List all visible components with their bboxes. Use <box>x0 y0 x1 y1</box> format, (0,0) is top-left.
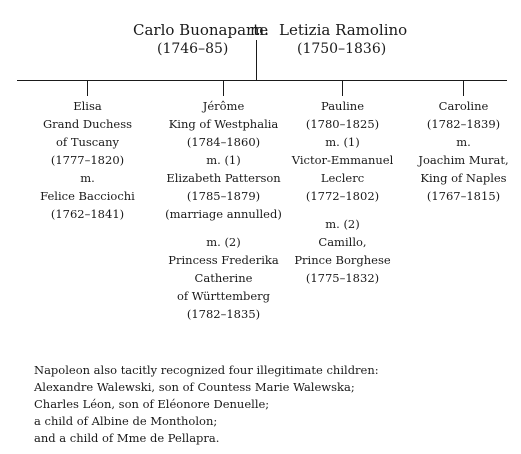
spouse-dates: (1782–1835) <box>186 307 261 321</box>
marriage-label: m. (2) <box>325 217 360 231</box>
illegitimate-children-note: Napoleon also tacitly recognized four il… <box>34 362 379 447</box>
marriage-label: m. (1) <box>206 153 241 167</box>
spouse-dates: (1762–1841) <box>50 207 125 221</box>
spouse-title: Prince Borghese <box>294 253 391 267</box>
marriage-label: m. <box>456 135 471 149</box>
note-line: Napoleon also tacitly recognized four il… <box>34 363 379 377</box>
marriage-label: m. <box>80 171 95 185</box>
spouse-name: Elizabeth Patterson <box>166 171 281 185</box>
child-name: Pauline <box>320 99 365 113</box>
spouse-name: Catherine <box>194 271 253 285</box>
child-title: King of Westphalia <box>168 117 279 131</box>
marriage-label: m. (2) <box>206 235 241 249</box>
spouse-dates: (1772–1802) <box>305 189 380 203</box>
child-caroline: Caroline (1782–1839) m. Joachim Murat, K… <box>408 97 519 205</box>
child-dates: (1780–1825) <box>305 117 380 131</box>
child-elisa: Elisa Grand Duchess of Tuscany (1777–182… <box>27 97 148 223</box>
child-title: of Tuscany <box>55 135 119 149</box>
spouse-name: Princess Frederika <box>168 253 279 267</box>
father-name: Carlo Buonaparte <box>133 21 269 39</box>
note-line: Alexandre Walewski, son of Countess Mari… <box>34 380 355 394</box>
child-name: Caroline <box>438 99 489 113</box>
mother-dates: (1750–1836) <box>297 41 387 57</box>
spouse-dates: (1785–1879) <box>186 189 261 203</box>
spouse-name: Victor-Emmanuel <box>291 153 394 167</box>
spouse-name: Felice Bacciochi <box>40 189 135 203</box>
spouse-name: Joachim Murat, <box>418 153 509 167</box>
note-line: Charles Léon, son of Eléonore Denuelle; <box>34 397 270 411</box>
note-line: and a child of Mme de Pellapra. <box>34 431 220 445</box>
marriage-label: m. <box>250 21 269 39</box>
note-line: a child of Albine de Montholon; <box>34 414 218 428</box>
spouse-dates: (1767–1815) <box>426 189 501 203</box>
spouse-name: Leclerc <box>320 171 365 185</box>
child-dates: (1782–1839) <box>426 117 501 131</box>
spouse-name: of Württemberg <box>176 289 271 303</box>
child-title: Grand Duchess <box>42 117 133 131</box>
mother-name: Letizia Ramolino <box>279 21 408 39</box>
spouse-dates: (1775–1832) <box>305 271 380 285</box>
father-dates: (1746–85) <box>157 41 229 57</box>
spouse-title: King of Naples <box>420 171 507 185</box>
spouse-name: Camillo, <box>318 235 367 249</box>
marriage-label: m. (1) <box>325 135 360 149</box>
child-jerome: Jérôme King of Westphalia (1784–1860) m.… <box>158 97 289 323</box>
child-name: Elisa <box>73 99 102 113</box>
child-dates: (1784–1860) <box>186 135 261 149</box>
marriage-note: (marriage annulled) <box>165 207 282 221</box>
child-dates: (1777–1820) <box>50 153 125 167</box>
child-name: Jérôme <box>202 99 245 113</box>
child-pauline: Pauline (1780–1825) m. (1) Victor-Emmanu… <box>282 97 403 287</box>
